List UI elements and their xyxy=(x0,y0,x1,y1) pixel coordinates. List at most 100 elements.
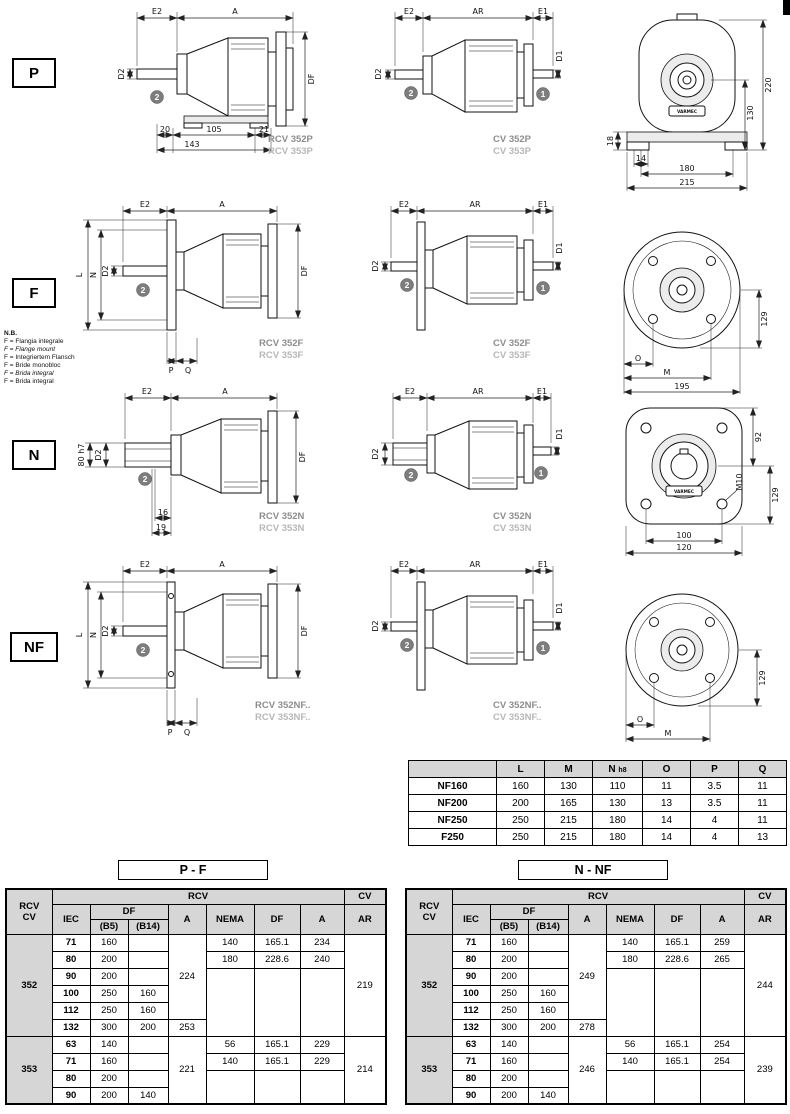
spec-table-title-pf: P - F xyxy=(118,860,268,880)
drawing-nf-front: 129 O M xyxy=(625,593,767,742)
dim-label-e1: E1 xyxy=(538,7,548,16)
output-shaft-badge xyxy=(138,472,152,486)
output-shaft-badge xyxy=(400,638,414,652)
dim-label-ar: AR xyxy=(472,387,483,396)
empty-cell xyxy=(299,1069,345,1105)
header-cell-o: O xyxy=(642,760,691,778)
dim-label-df: DF xyxy=(298,451,307,462)
dim-lines xyxy=(122,206,278,262)
header-n: N xyxy=(608,763,616,775)
dim-label-n: N xyxy=(89,272,98,278)
nema-cell: 180 xyxy=(605,950,655,969)
value-cell: 165 xyxy=(544,794,593,812)
size-cell: NF250 xyxy=(408,811,497,829)
drawing-cv-f-side: E2 AR E1 D2 D1 2 1 CV 352F CV 353F xyxy=(371,200,564,361)
b5-cell: 300 xyxy=(489,1018,529,1037)
dim-label-e1: E1 xyxy=(538,200,548,209)
table-row: 80 200 xyxy=(406,1069,786,1105)
dim-label-o: O xyxy=(637,715,643,724)
dim-label-129: 129 xyxy=(771,487,780,502)
dim-label-d1: D1 xyxy=(555,428,564,439)
dim-label-21: 21 xyxy=(259,125,269,134)
b14-cell: 200 xyxy=(127,1018,169,1037)
value-cell: 3.5 xyxy=(690,794,739,812)
drawing-cv-p-side: E2 AR E1 D2 D1 2 1 CV 352P CV 353P xyxy=(374,7,564,157)
table-row: (B5) (B14) xyxy=(406,918,786,935)
output-shaft-badge xyxy=(136,643,150,657)
iec-cell: 71 xyxy=(451,933,491,952)
ar-cell: 244 xyxy=(743,933,787,1037)
dim-label-92: 92 xyxy=(754,432,763,442)
dim-label-l: L xyxy=(75,272,84,277)
model-caption: CV 353P xyxy=(493,146,532,157)
model-caption: CV 353F xyxy=(493,350,531,361)
nema-a-cell: 259 xyxy=(699,933,745,952)
dim-label-220: 220 xyxy=(764,77,773,92)
flange-front-outline xyxy=(623,231,741,349)
mount-type-box-nf: NF xyxy=(10,632,58,662)
dim-label-ar: AR xyxy=(469,200,480,209)
varmec-logo: VARMEC xyxy=(674,489,694,495)
input-shaft-badge xyxy=(536,281,550,295)
nema-a-cell: 254 xyxy=(699,1052,745,1071)
model-caption: RCV 352F xyxy=(259,338,304,349)
value-cell: 250 xyxy=(496,811,545,829)
iec-cell: 132 xyxy=(51,1018,91,1037)
b14-cell: 160 xyxy=(127,1001,169,1020)
b14-cell: 140 xyxy=(127,1086,169,1105)
table-row: IEC DF A NEMA DF A AR xyxy=(6,903,387,935)
b14-cell: 160 xyxy=(127,984,169,1003)
input-shaft-badge-number: 1 xyxy=(541,283,546,293)
output-shaft-badge xyxy=(136,283,150,297)
iec-cell: 100 xyxy=(51,984,91,1003)
nema-df-cell: 165.1 xyxy=(253,1035,301,1054)
b14-cell xyxy=(127,1069,169,1088)
model-caption: RCV 353P xyxy=(268,146,314,157)
header-df: DF xyxy=(489,903,569,920)
nb-line: F = Integriertem Flansch xyxy=(4,353,75,361)
gearmotor-outline xyxy=(390,221,554,331)
dim-label-n: N xyxy=(89,632,98,638)
dim-label-l: L xyxy=(75,632,84,637)
header-b14: (B14) xyxy=(127,918,169,935)
drawing-rcv-n-side: E2 A 80 h7 D2 DF 2 16 19 RCV 352N RCV 35… xyxy=(77,387,307,536)
dim-lines xyxy=(613,19,767,191)
header-a-nema: A xyxy=(299,903,345,935)
nb-line: F = Flange mount xyxy=(4,345,56,353)
corner-cv: CV xyxy=(422,911,436,923)
b5-cell: 200 xyxy=(489,1086,529,1105)
dim-label-m: M xyxy=(664,368,671,377)
output-shaft-badge-number: 2 xyxy=(143,474,148,484)
dim-lines xyxy=(151,469,172,536)
dim-label-p: P xyxy=(168,728,173,737)
a-cell: 246 xyxy=(567,1035,607,1105)
value-cell: 3.5 xyxy=(690,777,739,795)
iec-cell: 90 xyxy=(451,1086,491,1105)
b5-cell: 140 xyxy=(89,1035,129,1054)
dim-label-129: 129 xyxy=(760,311,769,326)
model-caption: RCV 353N xyxy=(259,523,305,534)
ar-cell: 214 xyxy=(343,1035,387,1105)
iec-cell: 80 xyxy=(51,1069,91,1088)
iec-cell: 132 xyxy=(451,1018,491,1037)
drawing-n-front: VARMEC 92 129 M10 100 120 xyxy=(625,407,780,556)
empty-cell xyxy=(605,967,655,1037)
b14-cell xyxy=(527,1035,569,1054)
dim-label-df: DF xyxy=(307,73,316,84)
group-header-rcv: RCV xyxy=(51,888,345,905)
dim-lines xyxy=(83,581,301,689)
table-row: 353 63 140 246 56 165.1 254 239 xyxy=(405,1035,787,1105)
dim-label-d2: D2 xyxy=(371,620,380,631)
model-caption: RCV 353NF.. xyxy=(255,712,310,723)
value-cell: 11 xyxy=(738,777,787,795)
model-caption: RCV 352P xyxy=(268,134,314,145)
header-cell xyxy=(408,760,497,778)
header-cell-m: M xyxy=(544,760,593,778)
dim-label-p: P xyxy=(169,366,174,375)
nb-note: N.B. F = Flangia integrale F = Flange mo… xyxy=(4,330,116,385)
iec-cell: 63 xyxy=(51,1035,91,1054)
mount-type-box-p: P xyxy=(12,58,56,88)
table-row: 71 160 140 165.1 229 xyxy=(6,1052,386,1071)
